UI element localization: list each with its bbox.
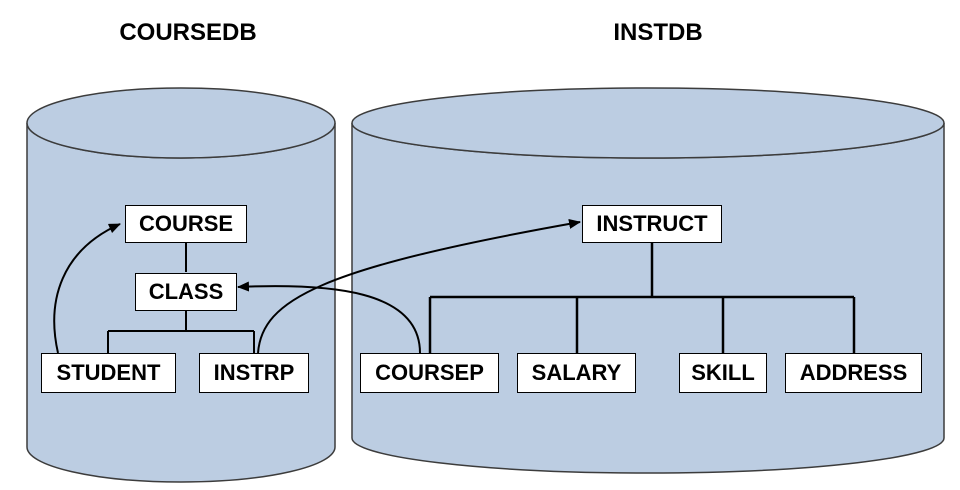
- segment-course: COURSE: [125, 205, 247, 243]
- segment-coursep: COURSEP: [360, 353, 499, 393]
- instdb-title: INSTDB: [613, 19, 703, 46]
- coursedb-title: COURSEDB: [119, 19, 257, 46]
- segment-student: STUDENT: [41, 353, 176, 393]
- segment-instrp: INSTRP: [199, 353, 309, 393]
- segment-salary: SALARY: [517, 353, 636, 393]
- arrow-instrp-to-instruct: [257, 218, 581, 354]
- instdb-hierarchy-lines: [428, 242, 856, 353]
- arrow-student-to-course: [53, 223, 121, 354]
- segment-skill: SKILL: [679, 353, 767, 393]
- segment-address: ADDRESS: [785, 353, 922, 393]
- segment-instruct: INSTRUCT: [582, 205, 722, 243]
- pointer-arrows: [53, 218, 581, 354]
- coursedb-hierarchy-lines: [107, 242, 255, 353]
- arrow-coursep-to-class: [237, 281, 421, 354]
- segment-class: CLASS: [135, 273, 237, 311]
- instdb-cylinder: [351, 87, 945, 474]
